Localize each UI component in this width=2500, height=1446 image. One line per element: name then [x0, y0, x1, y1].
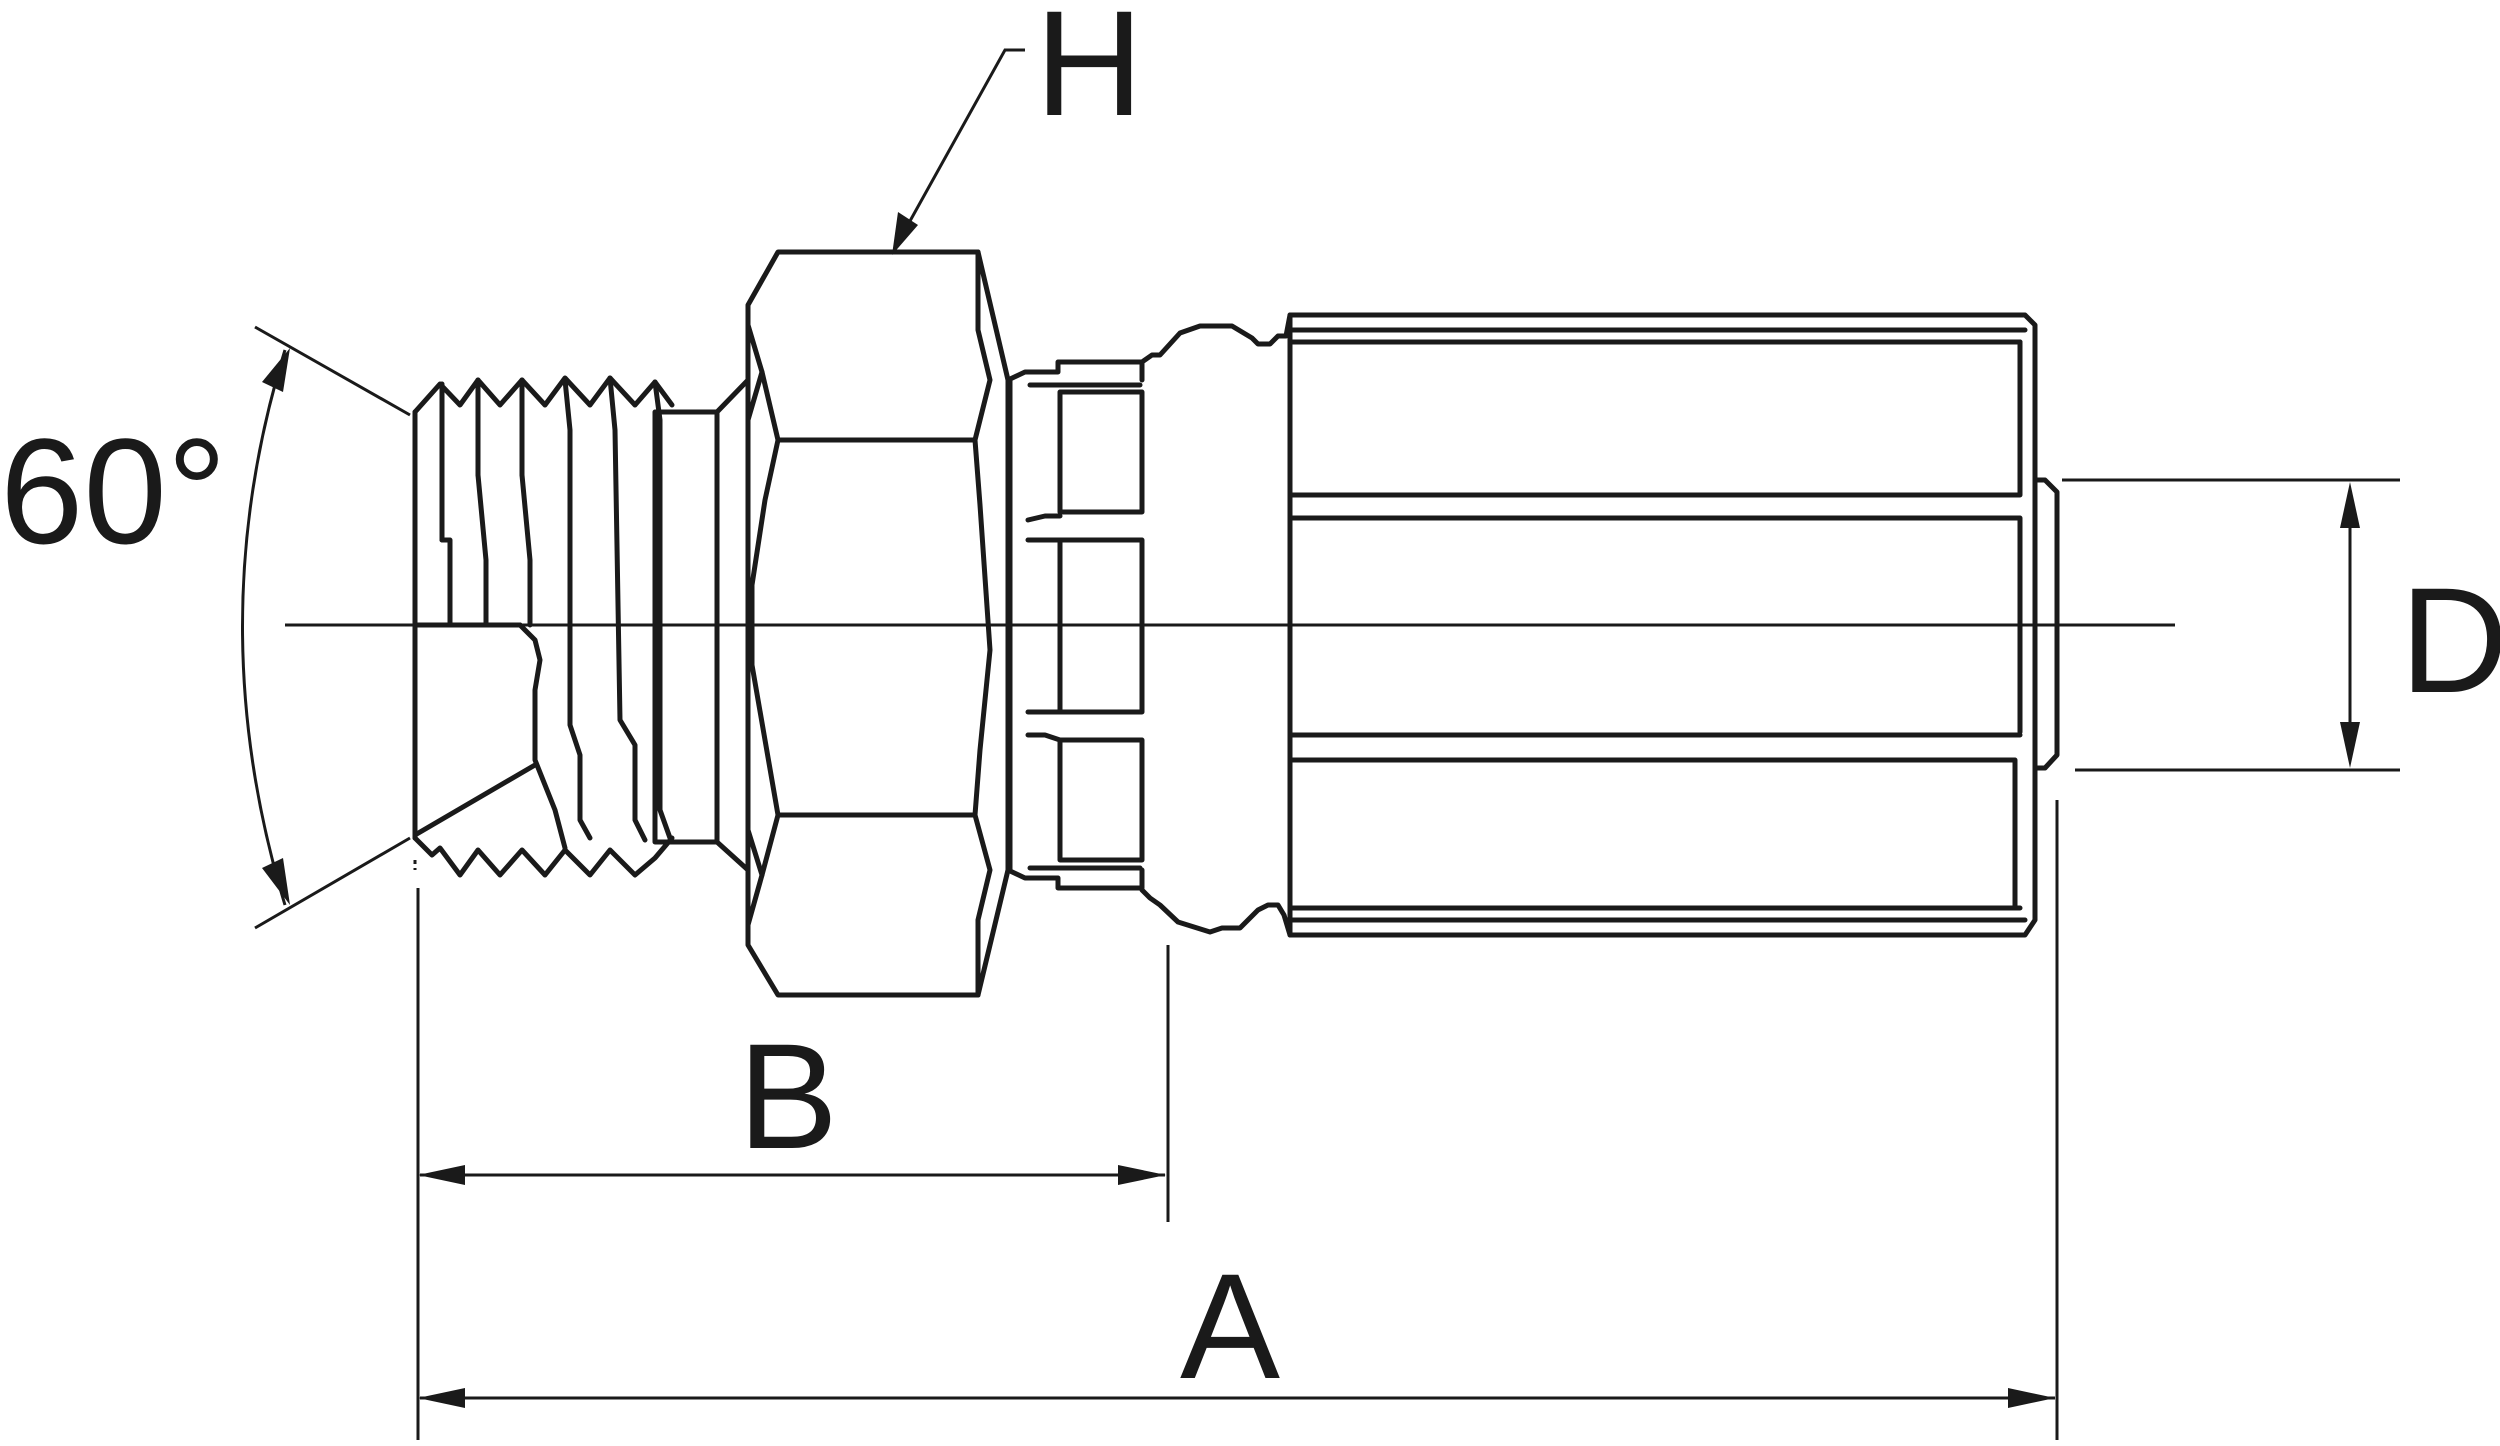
h-label: H	[1035, 0, 1143, 147]
dimension-b: B	[418, 945, 1170, 1222]
dimension-a: A	[413, 800, 2059, 1440]
dimension-angle: 60°	[0, 325, 411, 930]
d-label: D	[2400, 556, 2500, 724]
angle-label: 60°	[0, 407, 227, 575]
dimension-h: H	[892, 0, 1143, 255]
collar	[1005, 359, 1145, 891]
crimped-sleeve	[1287, 312, 2060, 938]
b-label: B	[738, 1012, 838, 1180]
hex-nut	[745, 249, 1011, 998]
dimension-d: D	[2062, 478, 2500, 772]
crimp-shoulder	[1139, 312, 1293, 938]
a-label: A	[1180, 1242, 1280, 1410]
threaded-male-end	[412, 375, 751, 878]
